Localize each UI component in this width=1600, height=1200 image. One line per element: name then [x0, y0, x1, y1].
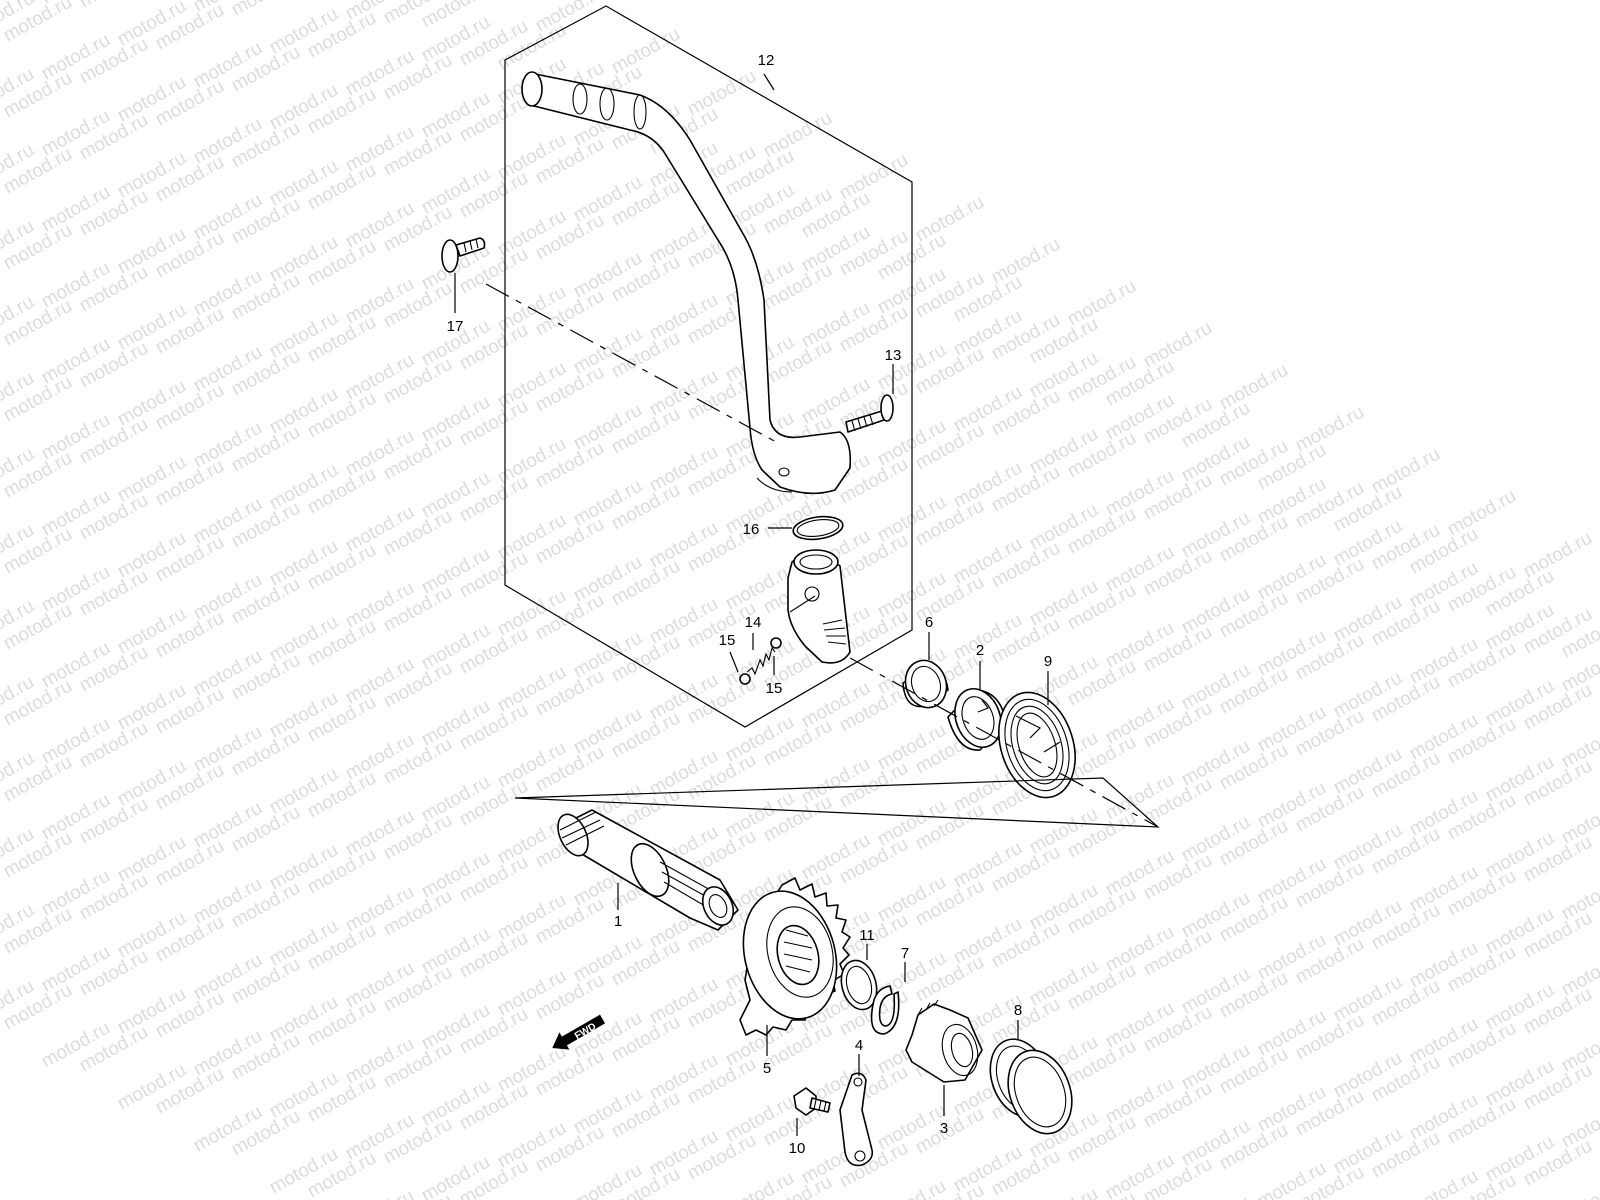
callout-15-lower: 15 — [766, 680, 783, 697]
callout-13: 13 — [885, 347, 902, 364]
ball-part-15-upper[interactable] — [770, 637, 782, 649]
fwd-direction-badge: FWD — [552, 1014, 606, 1050]
callout-6: 6 — [925, 614, 933, 631]
circlip-part-7[interactable] — [870, 985, 900, 1035]
callout-15-upper: 15 — [719, 632, 736, 649]
screw-axis-leader — [485, 283, 779, 444]
callout-4: 4 — [855, 1037, 863, 1054]
kick-lever-part[interactable] — [521, 71, 852, 495]
bolt-part-10[interactable] — [793, 1087, 831, 1116]
shaft-axis-leader — [849, 657, 1159, 828]
bolt-part-13[interactable] — [845, 394, 894, 433]
ball-part-15-lower[interactable] — [739, 673, 751, 685]
callout-leaders — [454, 73, 1049, 1136]
callout-10: 10 — [789, 1140, 806, 1157]
callout-14: 14 — [745, 614, 762, 631]
callout-1: 1 — [614, 913, 622, 930]
callout-12: 12 — [758, 52, 775, 69]
fwd-label: FWD — [573, 1021, 598, 1042]
callout-9: 9 — [1044, 653, 1052, 670]
bushing-part-6[interactable] — [899, 655, 953, 714]
callout-3: 3 — [940, 1120, 948, 1137]
callout-2: 2 — [976, 642, 984, 659]
washer-part-11[interactable] — [836, 956, 882, 1013]
spring-part-14[interactable] — [746, 646, 776, 676]
screw-part-17[interactable] — [441, 237, 486, 273]
kick-boss-part[interactable] — [787, 549, 851, 664]
plate-part-4[interactable] — [839, 1072, 874, 1167]
callout-5: 5 — [763, 1060, 771, 1077]
spring-part-8[interactable] — [980, 1031, 1083, 1143]
callout-8: 8 — [1014, 1002, 1022, 1019]
kick-gear-part-5[interactable] — [730, 877, 851, 1036]
kick-spring-part-9[interactable] — [986, 683, 1088, 808]
callout-7: 7 — [901, 945, 909, 962]
kick-shaft-part-1[interactable] — [552, 809, 739, 931]
o-ring-part-16[interactable] — [792, 514, 845, 543]
lower-assembly-frame — [514, 777, 1160, 828]
callout-11: 11 — [859, 927, 875, 944]
callout-17: 17 — [447, 318, 464, 335]
kick-lever-assembly-frame — [504, 5, 913, 728]
ratchet-part-3[interactable] — [905, 999, 983, 1083]
callout-16: 16 — [743, 521, 760, 538]
